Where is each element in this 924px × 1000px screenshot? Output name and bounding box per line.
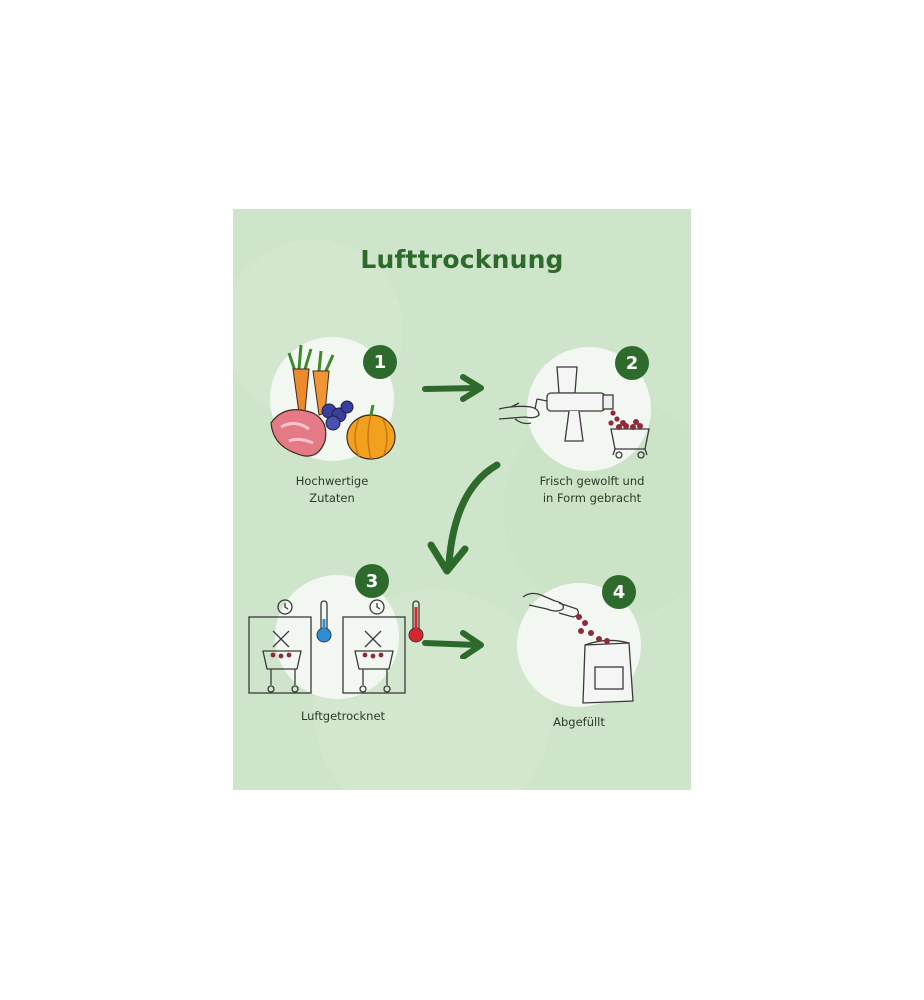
step-4-label-line: Abgefüllt <box>553 715 605 729</box>
curved-arrow-icon <box>427 461 501 575</box>
packaging-illustration <box>522 592 634 704</box>
step-3-label-line: Luftgetrocknet <box>300 709 386 723</box>
process-card: Lufttrocknung 1 Hochwertige Zutaten <box>233 209 691 790</box>
step-4-badge: 4 <box>602 575 636 609</box>
page-title: Lufttrocknung <box>360 245 564 274</box>
step-2-label-line: in Form gebracht <box>542 491 642 505</box>
air-drying-illustration <box>248 599 424 694</box>
step-3-label: Luftgetrocknet <box>273 708 413 725</box>
step-4-label: Abgefüllt <box>517 714 641 731</box>
step-1-label-line: Zutaten <box>309 491 355 505</box>
meat-grinder-illustration <box>498 366 650 459</box>
step-2-label: Frisch gewolft und in Form gebracht <box>517 473 667 507</box>
step-2-badge: 2 <box>615 346 649 380</box>
step-1-badge: 1 <box>363 345 397 379</box>
step-2-label-line: Frisch gewolft und <box>539 474 645 488</box>
arrow-right-icon <box>422 374 484 402</box>
step-1-label: Hochwertige Zutaten <box>270 473 394 507</box>
step-1-label-line: Hochwertige <box>295 474 369 488</box>
arrow-right-icon <box>422 630 484 659</box>
step-3-badge: 3 <box>355 564 389 598</box>
ingredients-illustration <box>270 344 396 460</box>
